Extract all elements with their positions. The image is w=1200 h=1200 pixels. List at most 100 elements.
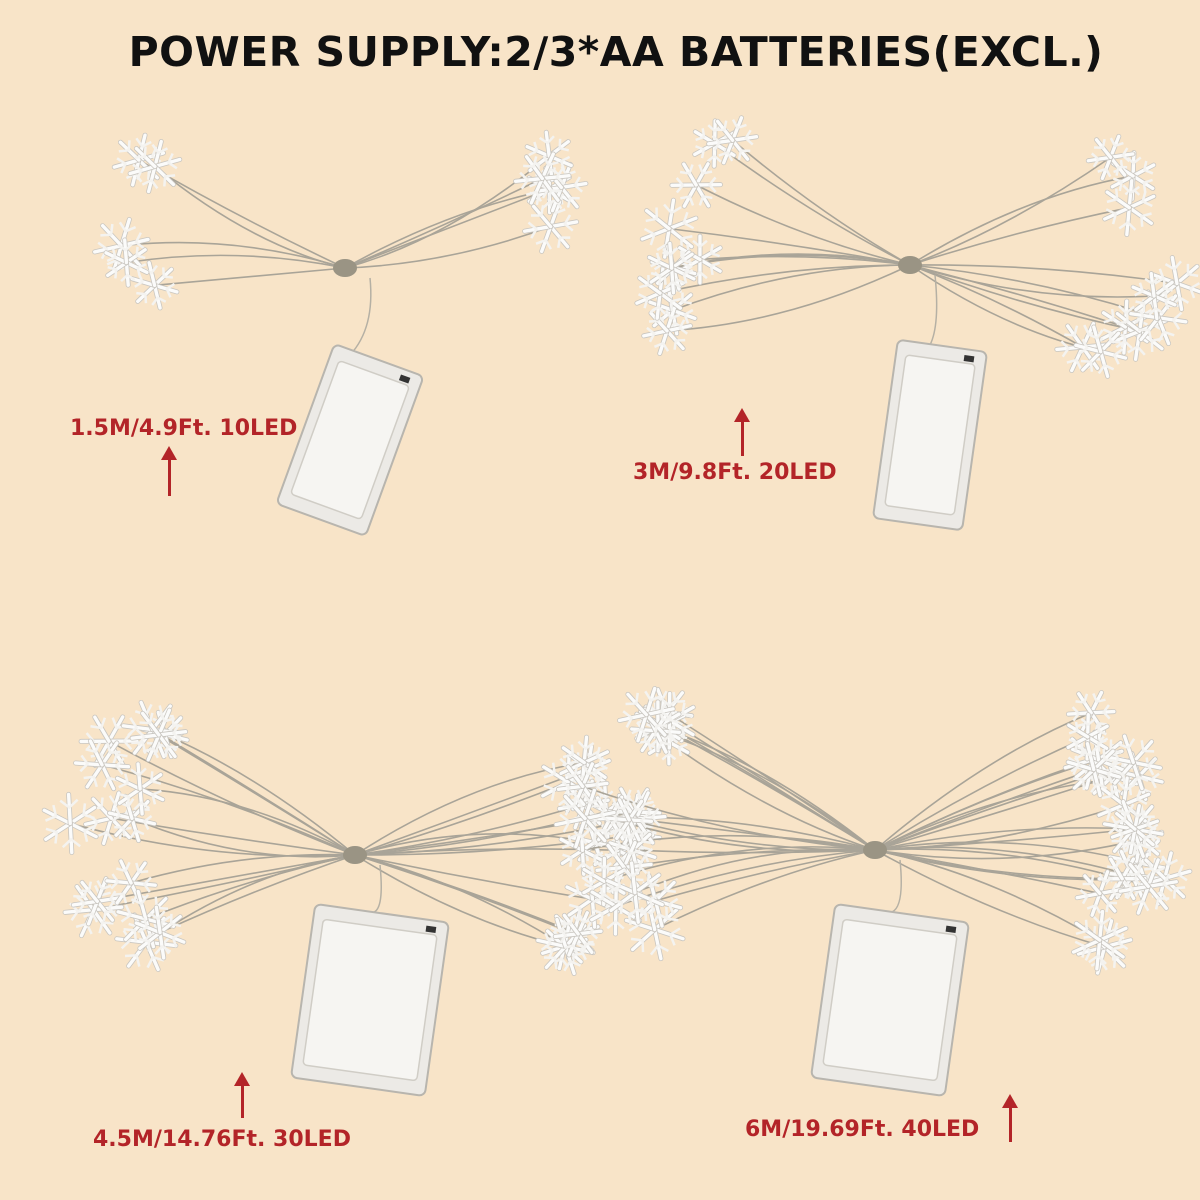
variant-label-4: 6M/19.69Ft. 40LED: [745, 1117, 980, 1142]
wire: [344, 177, 543, 269]
wire: [874, 849, 1105, 948]
snowflake-light: [1109, 803, 1160, 856]
wire: [111, 817, 356, 856]
wire: [909, 206, 1130, 266]
wire: [667, 741, 876, 851]
wire-knot: [863, 841, 887, 859]
wire: [909, 156, 1112, 266]
snowflake-light: [604, 797, 654, 843]
wire: [695, 184, 911, 266]
light-string-1: [92, 129, 589, 536]
wire: [909, 264, 1178, 285]
wire: [126, 254, 346, 269]
wire: [108, 740, 356, 856]
wire: [130, 853, 356, 884]
snowflake-light: [111, 132, 166, 188]
wire: [732, 139, 911, 266]
wire-knot: [333, 259, 357, 277]
variant-label-2: 3M/9.8Ft. 20LED: [633, 460, 837, 485]
snowflake-light: [617, 686, 676, 744]
battery-box-icon: [872, 339, 988, 531]
wire: [874, 828, 1135, 851]
wire: [874, 712, 1092, 851]
arrow-up-icon: [161, 446, 177, 496]
wire: [659, 264, 911, 294]
wire: [615, 849, 876, 908]
snowflake-light: [552, 910, 604, 958]
wire: [354, 854, 593, 900]
wire: [909, 264, 1155, 298]
snowflake-light: [1073, 324, 1129, 379]
wire: [354, 833, 596, 856]
wire: [354, 768, 589, 856]
wire: [145, 854, 356, 920]
wire: [666, 711, 876, 851]
snowflake-light: [706, 115, 759, 166]
arrow-up-icon: [1002, 1094, 1018, 1142]
snowflake-light: [1130, 271, 1178, 321]
wire: [154, 165, 346, 269]
wire: [909, 264, 1083, 348]
snowflake-light: [104, 858, 158, 908]
arrow-up-icon: [734, 408, 750, 456]
snowflake-light: [73, 738, 131, 792]
snowflake-light: [41, 791, 99, 855]
wire: [154, 267, 346, 287]
page-title: POWER SUPPLY:2/3*AA BATTERIES(EXCL.): [128, 28, 1104, 76]
wire: [635, 818, 876, 851]
snowflake-light: [129, 707, 189, 763]
wire: [344, 188, 550, 269]
wire: [874, 841, 1140, 864]
snowflake-light: [646, 241, 697, 296]
wire: [667, 264, 911, 332]
light-string-2: [634, 115, 1200, 531]
snowflake-light: [133, 904, 187, 961]
wire: [874, 768, 1095, 851]
battery-box-icon: [276, 344, 424, 536]
wire: [657, 725, 876, 851]
wire-knot: [898, 256, 922, 274]
snowflake-light: [1102, 178, 1157, 238]
wire: [164, 733, 356, 856]
snowflake-light: [1103, 733, 1163, 792]
wire: [874, 849, 1101, 895]
wire: [909, 264, 1140, 332]
snowflake-light: [103, 237, 150, 288]
wire: [655, 729, 876, 851]
wire: [714, 142, 911, 266]
variant-label-1: 1.5M/4.9Ft. 10LED: [70, 416, 298, 441]
wire: [874, 827, 1134, 851]
wire: [354, 818, 634, 856]
wire: [909, 175, 1134, 266]
snowflake-light: [513, 151, 572, 206]
snowflake-light: [641, 305, 693, 357]
wire: [354, 854, 579, 935]
battery-box-icon: [810, 903, 970, 1097]
snowflake-light: [677, 233, 723, 286]
wire: [140, 788, 356, 856]
snowflake-light: [127, 139, 183, 194]
wire: [874, 838, 1141, 860]
wire: [354, 854, 566, 948]
wire: [874, 759, 1099, 851]
light-string-4: [553, 686, 1193, 1097]
variant-label-3: 4.5M/14.76Ft. 30LED: [93, 1127, 351, 1152]
snowflake-light: [114, 761, 166, 817]
snowflake-light: [692, 118, 738, 169]
snowflake-light: [669, 161, 723, 209]
battery-box-icon: [290, 903, 450, 1097]
wire: [655, 849, 876, 902]
snowflake-light: [522, 199, 580, 254]
snowflake-light: [129, 260, 180, 311]
wire: [354, 761, 585, 856]
snowflake-light: [1117, 857, 1179, 916]
snowflake-light: [1065, 741, 1122, 798]
snowflake-light: [70, 876, 124, 927]
wire: [874, 736, 1089, 851]
wire: [654, 849, 876, 931]
snowflake-light: [553, 787, 617, 850]
arrow-up-icon: [234, 1072, 250, 1118]
snowflake-light: [1071, 909, 1129, 972]
snowflake-light: [1085, 133, 1136, 181]
wire: [344, 225, 551, 269]
